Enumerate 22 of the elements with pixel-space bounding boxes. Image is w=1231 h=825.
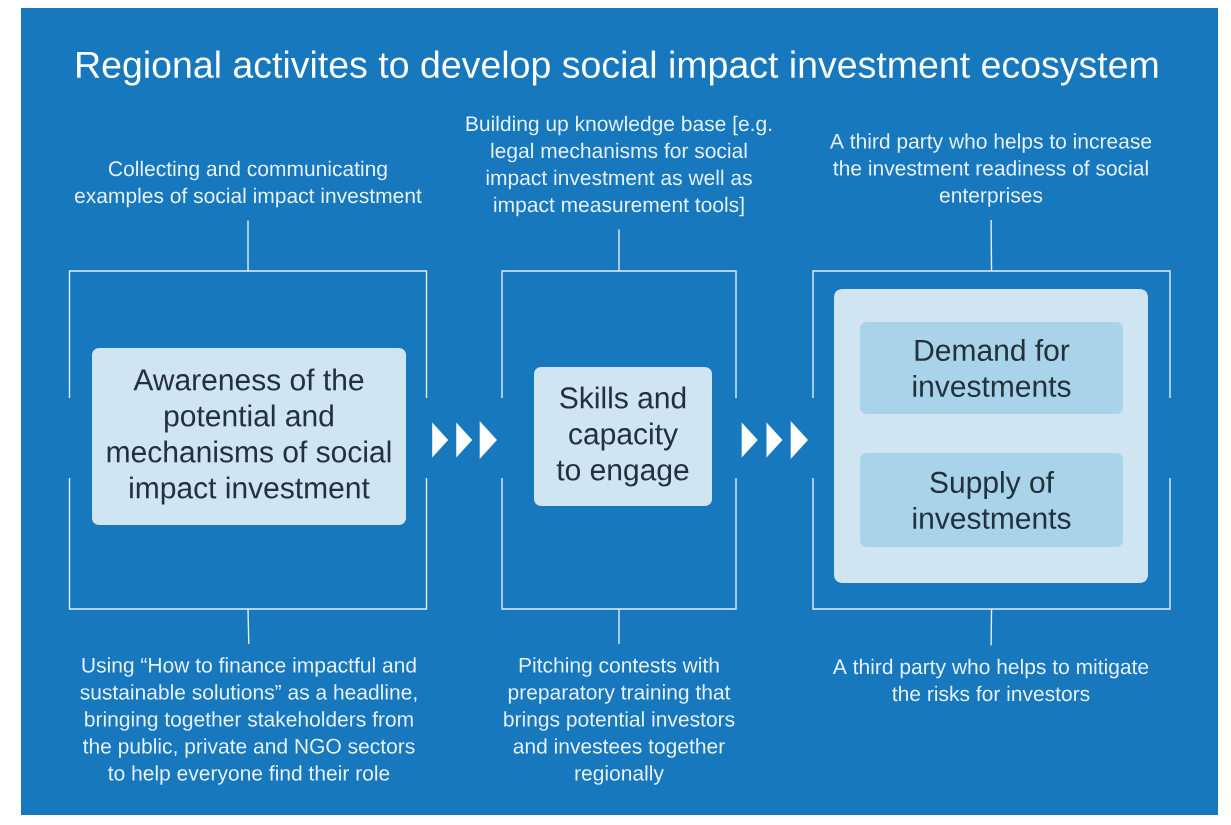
connector-line (618, 228, 620, 272)
connector-line (990, 608, 993, 647)
text-box: Supply of investments (860, 453, 1123, 547)
description-text: Collecting and communicating examples of social impact investment (75, 160, 422, 208)
connector-line (618, 608, 620, 645)
connector-line (247, 219, 249, 272)
chevron-arrow (432, 421, 497, 459)
title: Regional activites to develop social impact investment ecosystem (77, 50, 1158, 86)
description-text: A third party who helps to increase the investment readiness of social enterprises (829, 133, 1152, 207)
description-text: Pitching contests with preparatory training that brings potential investors and investees together regionally (504, 657, 735, 785)
bracket-frame (501, 270, 737, 610)
connector-line (247, 608, 250, 645)
description-text: Using “How to finance impactful and sustainable solutions” as a headline, bringing together stakeholders from the public, private and NGO sectors to help everyone find their role (80, 657, 417, 785)
bracket-frame (68, 270, 428, 610)
text-box: Skills and capacity to engage (534, 367, 712, 506)
connector-line (990, 219, 993, 272)
description-text: A third party who helps to mitigate the risks for investors (832, 658, 1149, 702)
chevron-arrow (741, 421, 808, 459)
text-box: Awareness of the potential and mechanisms of social impact investment (92, 348, 406, 525)
description-text: Building up knowledge base [e.g. legal mechanisms for social impact investment as well as impact measurement tools] (466, 115, 772, 217)
bracket-frame (812, 270, 1171, 610)
text-box: Demand for investments (860, 322, 1123, 414)
